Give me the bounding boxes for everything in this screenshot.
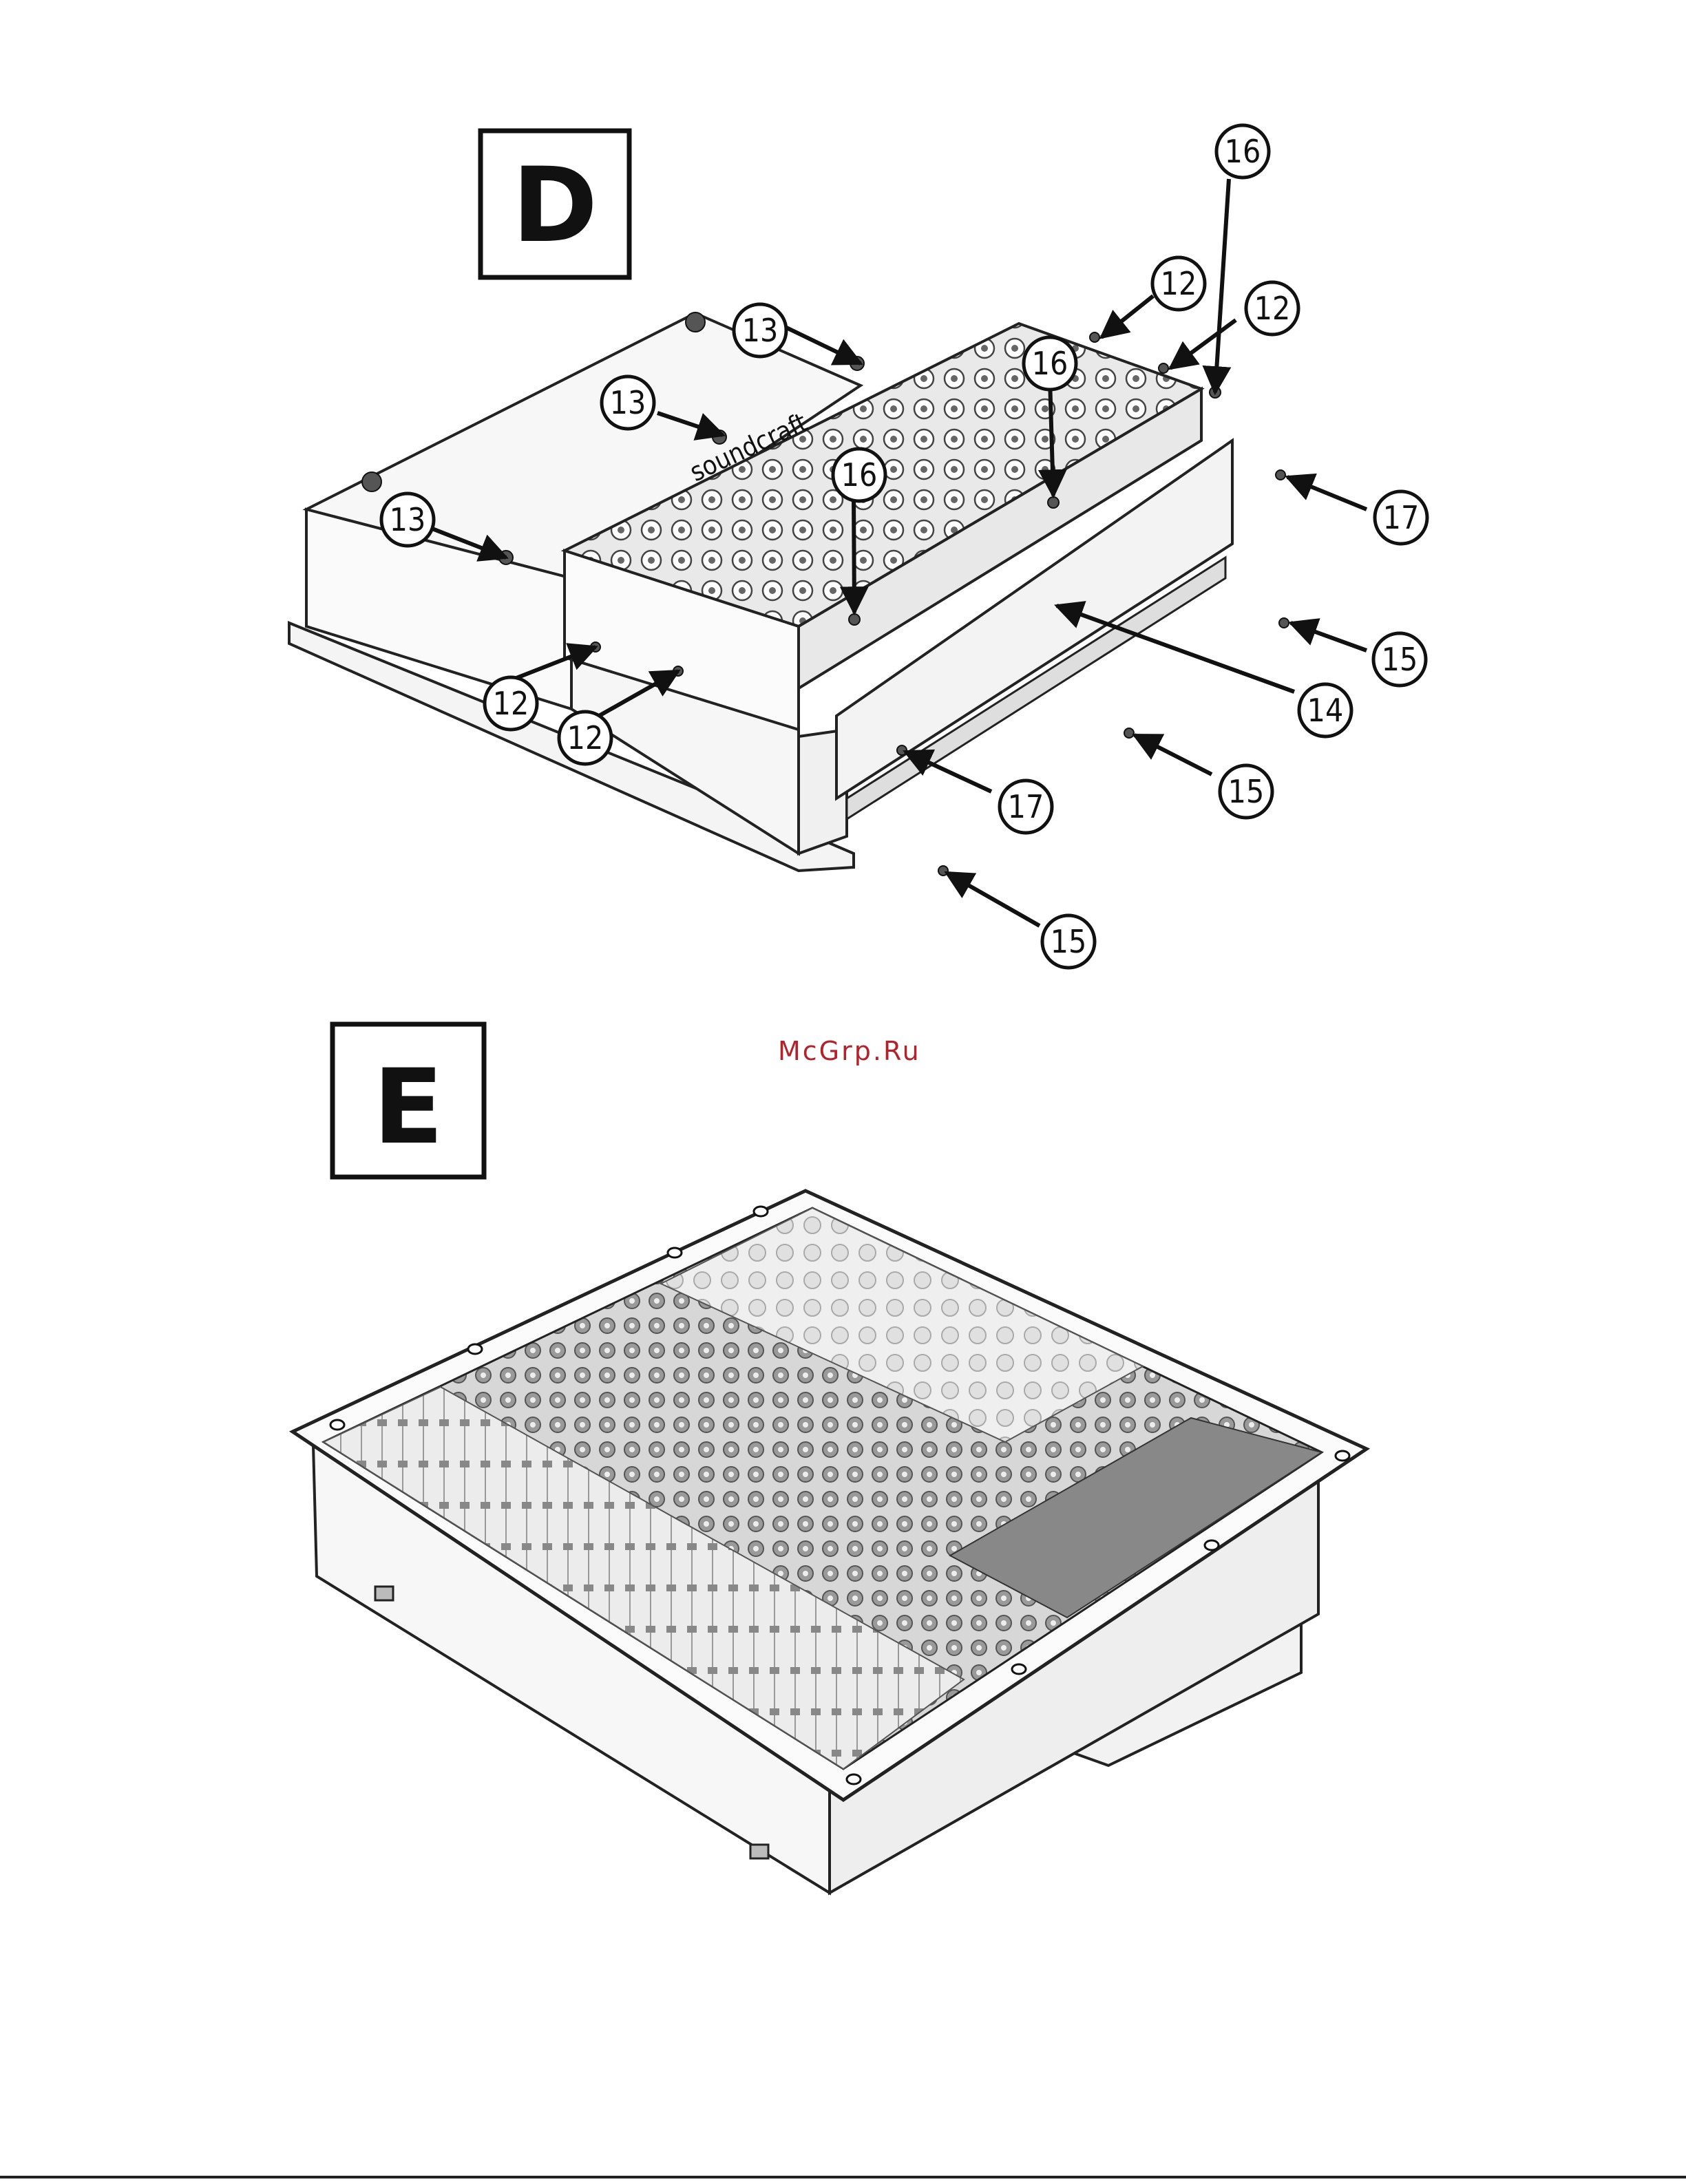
callout-12-lower-right: 12 [559, 712, 611, 764]
svg-text:13: 13 [390, 501, 426, 538]
callout-13-middle: 13 [602, 377, 654, 429]
svg-text:12: 12 [1161, 265, 1197, 302]
svg-text:16: 16 [1225, 133, 1261, 170]
callout-14: 14 [1299, 684, 1351, 736]
svg-text:16: 16 [1032, 345, 1068, 382]
step-d-label: D [512, 146, 598, 266]
callout-15-middle: 15 [1220, 765, 1272, 818]
svg-text:17: 17 [1383, 499, 1420, 536]
svg-text:16: 16 [841, 456, 878, 494]
step-e-box: E [333, 1024, 484, 1177]
svg-text:13: 13 [610, 384, 646, 421]
step-d-box: D [481, 131, 629, 277]
callout-15-right: 15 [1373, 633, 1426, 686]
callout-16-middle: 16 [1024, 337, 1076, 390]
assembled-mixer-drawing [293, 1191, 1367, 1893]
rack-tray-drawing: soundcraft [289, 312, 1289, 876]
callout-13-back: 13 [734, 304, 786, 357]
callout-17-front: 17 [1000, 781, 1052, 833]
callout-16-top: 16 [1216, 125, 1269, 178]
callout-12-lower-left: 12 [485, 677, 537, 730]
callout-17-right: 17 [1375, 491, 1427, 544]
step-e-label: E [373, 1048, 443, 1167]
panel-d: D [289, 125, 1427, 968]
callout-12-upper-right: 12 [1246, 282, 1298, 335]
svg-text:12: 12 [493, 685, 529, 722]
callout-12-upper-left: 12 [1152, 257, 1205, 310]
svg-text:15: 15 [1382, 641, 1418, 678]
svg-text:12: 12 [567, 719, 604, 756]
svg-text:15: 15 [1051, 923, 1087, 960]
panel-e: E [293, 1024, 1367, 1893]
callout-16-front: 16 [833, 449, 885, 501]
svg-text:14: 14 [1307, 692, 1344, 729]
svg-text:15: 15 [1228, 773, 1265, 810]
svg-text:13: 13 [742, 312, 779, 349]
svg-text:17: 17 [1008, 788, 1044, 825]
svg-text:12: 12 [1254, 290, 1291, 327]
callout-15-bottom: 15 [1042, 915, 1095, 968]
callout-13-front: 13 [381, 494, 434, 546]
watermark-text: McGrp.Ru [778, 1036, 921, 1066]
